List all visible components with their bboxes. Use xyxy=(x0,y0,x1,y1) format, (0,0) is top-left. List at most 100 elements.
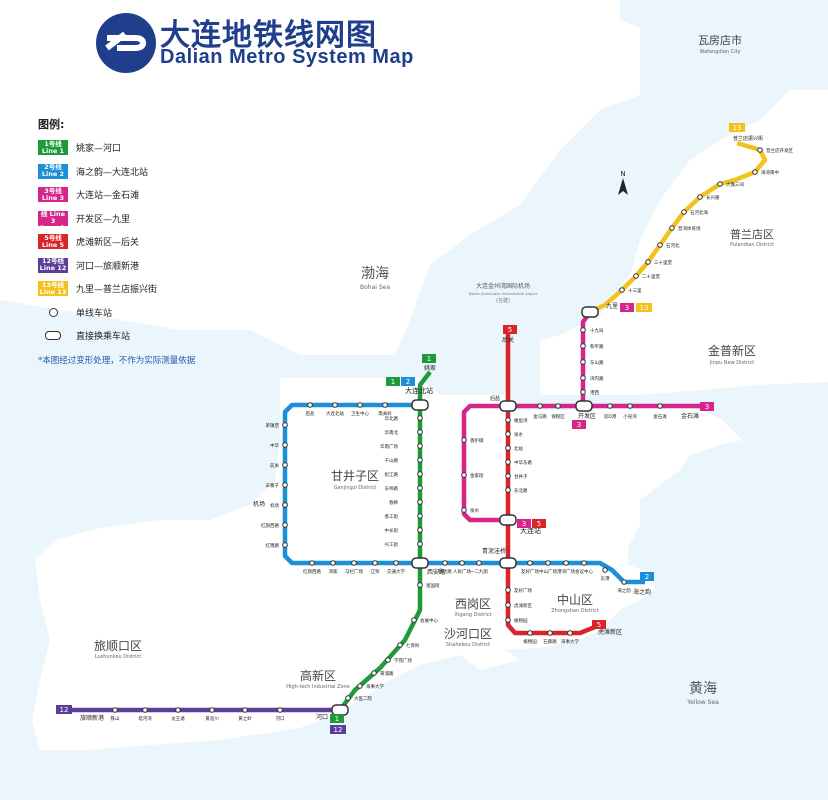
station-label[interactable]: 春柳 xyxy=(389,499,398,506)
station-label[interactable]: 金石滩 xyxy=(653,413,667,420)
station-label[interactable]: 龙王塘 xyxy=(171,715,185,722)
station-l1s-6[interactable] xyxy=(345,695,351,701)
station-label[interactable]: 双D港 xyxy=(604,413,617,420)
station-l3b-4[interactable] xyxy=(580,389,586,395)
station-label[interactable]: 黄泥川 xyxy=(205,715,219,722)
station-l2e-0[interactable] xyxy=(527,560,533,566)
station-label[interactable]: 东纬路 xyxy=(385,485,399,492)
station-label[interactable]: 金家街 xyxy=(470,472,484,479)
station-label[interactable]: 前关 xyxy=(270,462,279,469)
station-label[interactable]: 湾内路 xyxy=(590,375,604,382)
station-label[interactable]: 普兰店开发区 xyxy=(766,147,793,154)
station-l5s-1[interactable] xyxy=(505,602,511,608)
station-label[interactable]: 和平路 xyxy=(590,343,604,350)
station-label[interactable]: 联合路 xyxy=(438,568,452,575)
station-l13-1[interactable] xyxy=(752,169,758,175)
station-airport[interactable] xyxy=(282,502,288,508)
station-l2c-1[interactable] xyxy=(459,560,465,566)
station-l5-5[interactable] xyxy=(505,487,511,493)
station-l2w-1[interactable] xyxy=(282,442,288,448)
label-zhenxing[interactable]: 普兰店振兴街 xyxy=(733,135,763,142)
station-l5e-0[interactable] xyxy=(527,630,533,636)
station-l5-1[interactable] xyxy=(505,431,511,437)
station-label[interactable]: 港西 xyxy=(590,389,599,396)
label-houguan[interactable]: 后关 xyxy=(502,336,514,344)
station-label[interactable]: 铁山 xyxy=(111,715,120,722)
station-label[interactable]: 塔河湾 xyxy=(138,715,152,722)
station-label[interactable]: 东山路 xyxy=(590,359,604,366)
label-haizhiyun[interactable]: 海之韵 xyxy=(633,588,651,596)
station-label[interactable]: 会议中心 xyxy=(575,568,593,575)
station-label[interactable]: 红旗西路 xyxy=(303,568,321,575)
station-l1-8[interactable] xyxy=(417,527,423,533)
transfer-houyan[interactable] xyxy=(499,400,517,412)
station-l2c-2[interactable] xyxy=(476,560,482,566)
station-label[interactable]: 松江路 xyxy=(385,471,399,478)
station-label[interactable]: 大连北站 xyxy=(326,410,344,417)
station-l1-2[interactable] xyxy=(417,443,423,449)
station-l2e-5[interactable] xyxy=(621,579,627,585)
station-label[interactable]: 海湾南中 xyxy=(761,169,779,176)
station-l2n-2[interactable] xyxy=(357,402,363,408)
station-label[interactable]: 甘井子 xyxy=(514,473,528,480)
station-label[interactable]: 华南北 xyxy=(385,429,399,436)
transfer-hekou[interactable] xyxy=(331,704,349,716)
station-l3b-0[interactable] xyxy=(580,327,586,333)
station-label[interactable]: 海之韵 xyxy=(617,587,631,594)
station-label[interactable]: 大医二院 xyxy=(354,695,372,702)
station-label[interactable]: 马栏广场 xyxy=(345,568,363,575)
station-label[interactable]: 中华 xyxy=(270,442,279,449)
station-label[interactable]: 华北路 xyxy=(385,415,399,422)
station-l12-0[interactable] xyxy=(112,707,118,713)
label-hutan[interactable]: 虎滩新区 xyxy=(598,628,622,636)
station-l5e-1[interactable] xyxy=(547,630,553,636)
station-l5s-0[interactable] xyxy=(505,587,511,593)
station-l1s-4[interactable] xyxy=(371,670,377,676)
station-label[interactable]: 石河北海 xyxy=(690,209,708,216)
station-l13-9[interactable] xyxy=(619,287,625,293)
station-label[interactable]: 二十里堡 xyxy=(642,273,660,280)
station-l1s-3[interactable] xyxy=(385,657,391,663)
station-label[interactable]: 湾家 xyxy=(329,568,338,575)
station-l5s-2[interactable] xyxy=(505,617,511,623)
station-l3w-2[interactable] xyxy=(461,507,467,513)
station-l2e-2[interactable] xyxy=(563,560,569,566)
station-l1s-0[interactable] xyxy=(417,582,423,588)
station-label[interactable]: 黄之岭 xyxy=(238,715,252,722)
station-l2s-3[interactable] xyxy=(372,560,378,566)
station-label[interactable]: 大魏三间 xyxy=(726,181,744,188)
station-l1-0[interactable] xyxy=(417,415,423,421)
station-l13-5[interactable] xyxy=(669,225,675,231)
station-label[interactable]: 交通大学 xyxy=(387,568,405,575)
station-label[interactable]: 港湾广场 xyxy=(557,568,575,575)
station-label[interactable]: 金马路 xyxy=(533,413,547,420)
station-l12-1[interactable] xyxy=(142,707,148,713)
station-l13-0[interactable] xyxy=(757,147,763,153)
station-l12-5[interactable] xyxy=(277,707,283,713)
station-l3b-2[interactable] xyxy=(580,359,586,365)
station-l2e-3[interactable] xyxy=(581,560,587,566)
station-label[interactable]: 机场 xyxy=(270,502,279,509)
label-hekou[interactable]: 河口 xyxy=(316,713,328,721)
station-label[interactable]: 中华东路 xyxy=(514,459,532,466)
station-l13-2[interactable] xyxy=(717,181,723,187)
station-label[interactable]: 友好广场 xyxy=(514,587,532,594)
station-l3b-1[interactable] xyxy=(580,343,586,349)
station-l1-5[interactable] xyxy=(417,485,423,491)
station-l3-0[interactable] xyxy=(537,403,543,409)
station-l5e-2[interactable] xyxy=(567,630,573,636)
station-label[interactable]: 小窑湾 xyxy=(623,413,637,420)
station-l1-3[interactable] xyxy=(417,457,423,463)
station-label[interactable]: 中长街 xyxy=(385,527,399,534)
transfer-dalian-north[interactable] xyxy=(411,399,429,411)
station-label[interactable]: 海事大学 xyxy=(366,683,384,690)
station-label[interactable]: 东港 xyxy=(601,575,610,582)
station-label[interactable]: 七贤岭 xyxy=(406,642,420,649)
station-label[interactable]: 后盐 xyxy=(306,410,315,417)
station-label[interactable]: 辽师 xyxy=(371,568,380,575)
transfer-dalian-station[interactable] xyxy=(499,514,517,526)
station-l1-7[interactable] xyxy=(417,513,423,519)
station-label[interactable]: 普湾体育场 xyxy=(678,225,701,232)
station-label[interactable]: 一二九街 xyxy=(470,568,488,575)
station-label[interactable]: 梭鱼湾 xyxy=(514,417,528,424)
